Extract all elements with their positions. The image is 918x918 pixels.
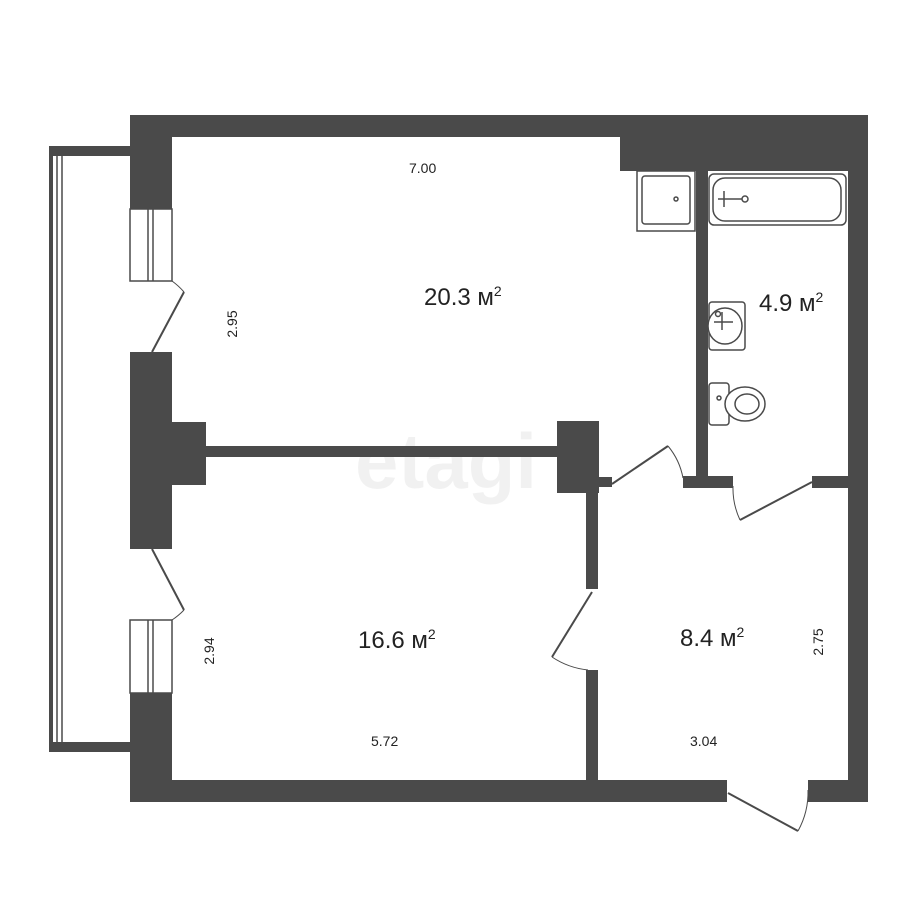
kitchen-sink-icon (636, 170, 696, 232)
washbasin-icon (707, 301, 746, 351)
bathroom-area: 4.9 м2 (759, 289, 824, 317)
dim-bedroom-height: 2.94 (201, 637, 217, 664)
door-entrance (727, 789, 809, 832)
dim-main-height: 2.95 (224, 310, 240, 337)
watermark: etagi (355, 417, 537, 505)
door-bedroom (551, 591, 593, 671)
window-top (129, 208, 173, 282)
dim-bedroom-width: 5.72 (371, 733, 398, 749)
toilet-icon (708, 382, 766, 426)
door-bathroom (732, 481, 813, 521)
bathtub-icon (708, 173, 847, 226)
bedroom-area: 16.6 м2 (358, 626, 436, 654)
dim-hall-width: 3.04 (690, 733, 717, 749)
window-bottom (129, 619, 173, 694)
door-main-room (611, 445, 684, 485)
hall-area: 8.4 м2 (680, 624, 745, 652)
balcony-door-bottom (151, 548, 185, 621)
walls (130, 115, 868, 802)
balcony-door-top (151, 280, 185, 353)
main-room-area: 20.3 м2 (424, 283, 502, 311)
dim-main-width: 7.00 (409, 160, 436, 176)
dim-hall-height: 2.75 (810, 628, 826, 655)
balcony (49, 146, 130, 752)
